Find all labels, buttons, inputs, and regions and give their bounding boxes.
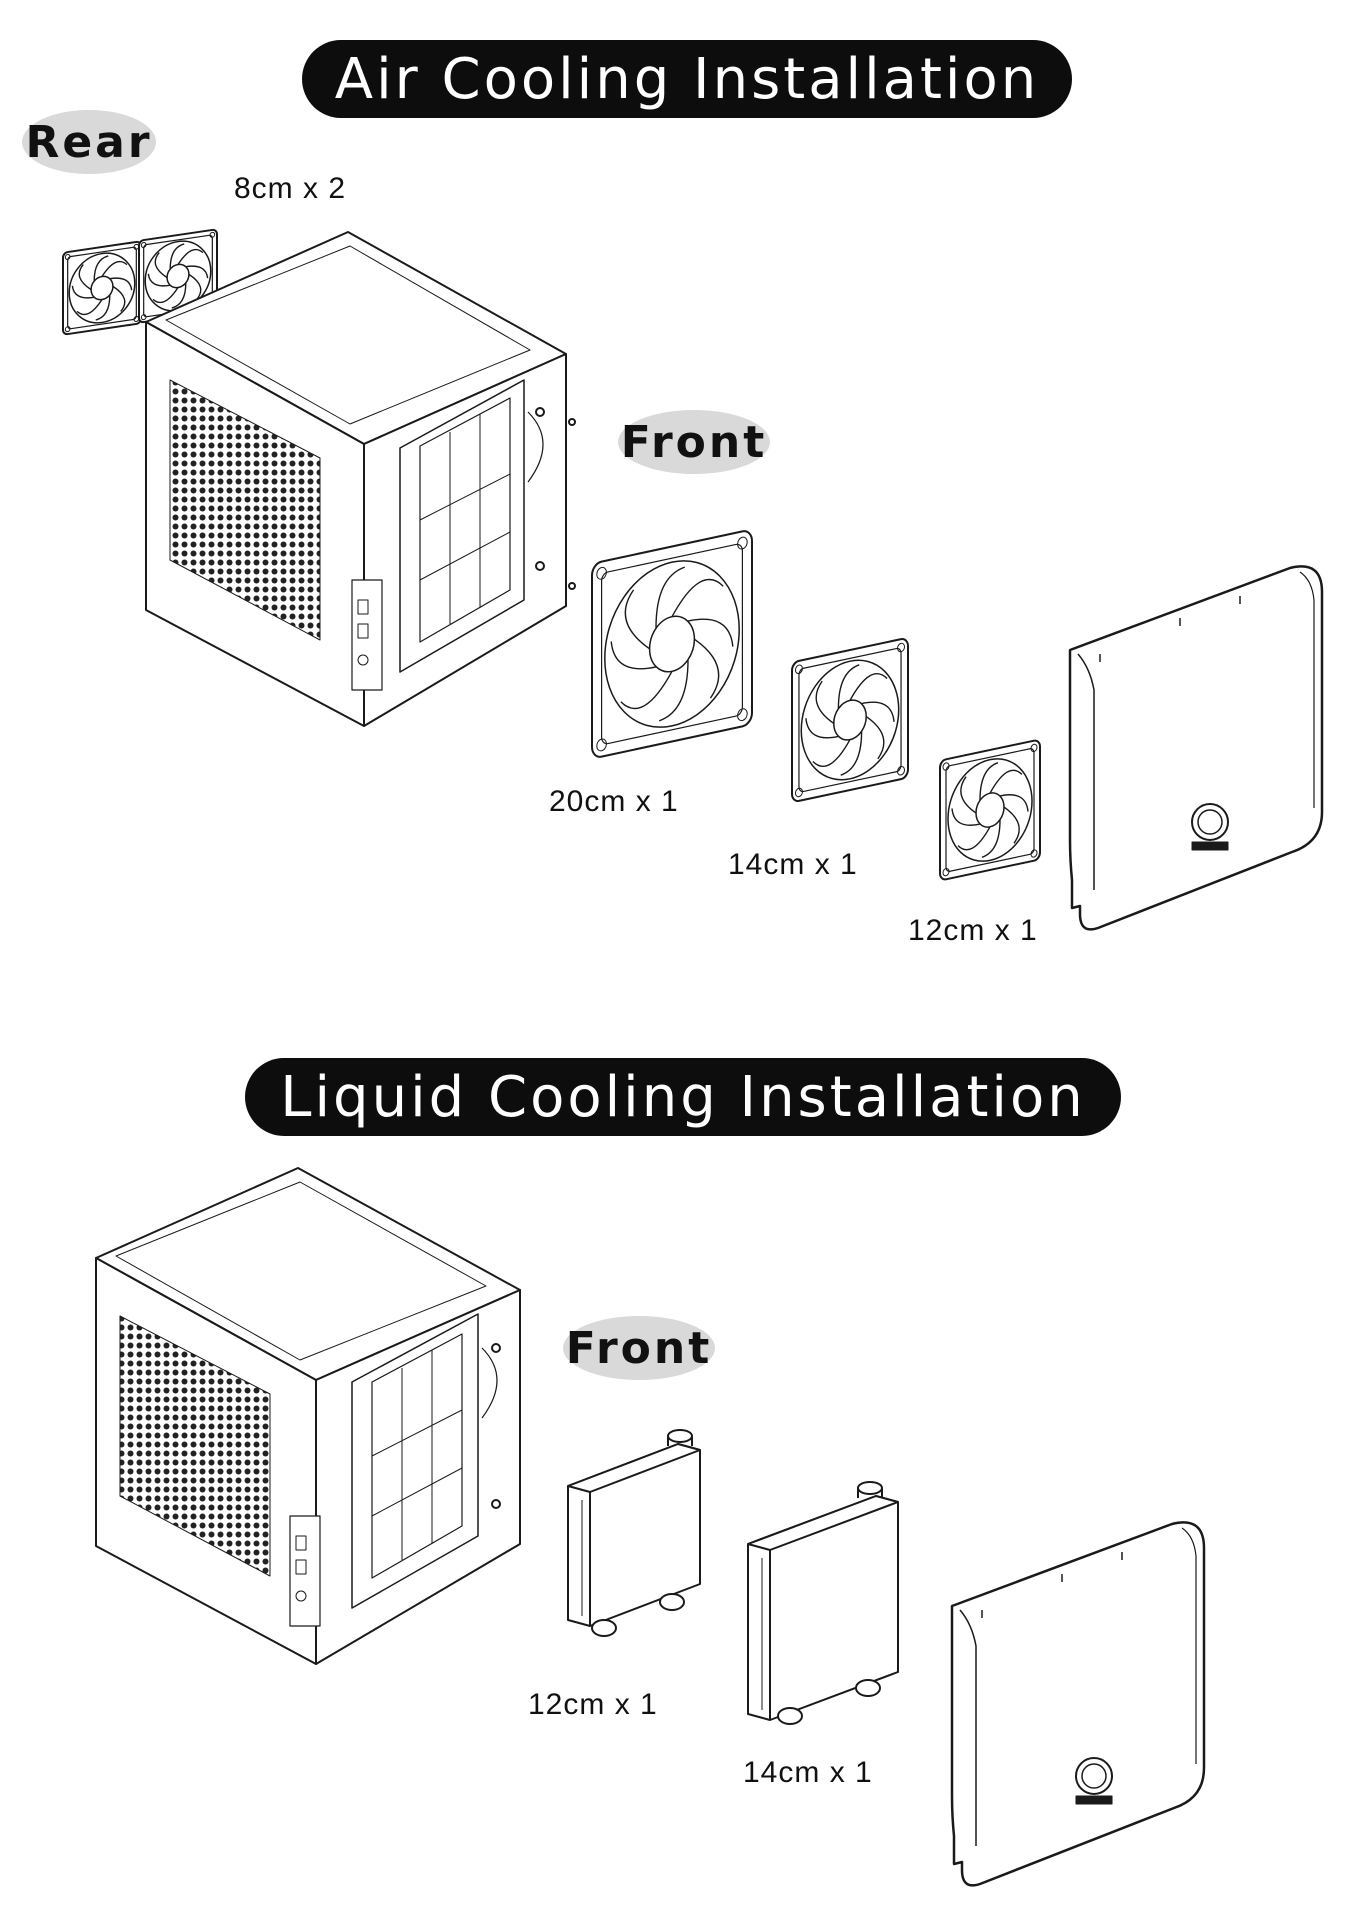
rear-tag: Rear [22, 110, 156, 174]
brand-logo-icon-liquid [1076, 1758, 1112, 1804]
front-panel-icon [1070, 566, 1322, 929]
fan-20cm-icon [590, 527, 754, 761]
pc-case-icon-liquid [96, 1168, 520, 1664]
rad-12-qty-label: 12cm x 1 [528, 1688, 658, 1721]
brand-logo-icon [1192, 804, 1228, 850]
rear-fans-qty-label: 8cm x 2 [234, 172, 347, 205]
fan-14-qty-label: 14cm x 1 [728, 848, 858, 881]
fan-20-qty-label: 20cm x 1 [549, 785, 679, 818]
front-panel-icon-liquid [952, 1522, 1204, 1885]
liquid-cooling-title: Liquid Cooling Installation [245, 1058, 1121, 1136]
front-tag-liquid: Front [563, 1316, 715, 1380]
pc-case-icon [146, 232, 575, 726]
radiator-14cm-icon [748, 1482, 898, 1724]
fan-14cm-icon [790, 636, 910, 804]
rad-14-qty-label: 14cm x 1 [743, 1756, 873, 1789]
front-tag-air: Front [618, 410, 770, 474]
radiator-12cm-icon [568, 1430, 700, 1636]
fan-12cm-icon [938, 738, 1042, 882]
air-cooling-title: Air Cooling Installation [302, 40, 1072, 118]
fan-12-qty-label: 12cm x 1 [908, 914, 1038, 947]
